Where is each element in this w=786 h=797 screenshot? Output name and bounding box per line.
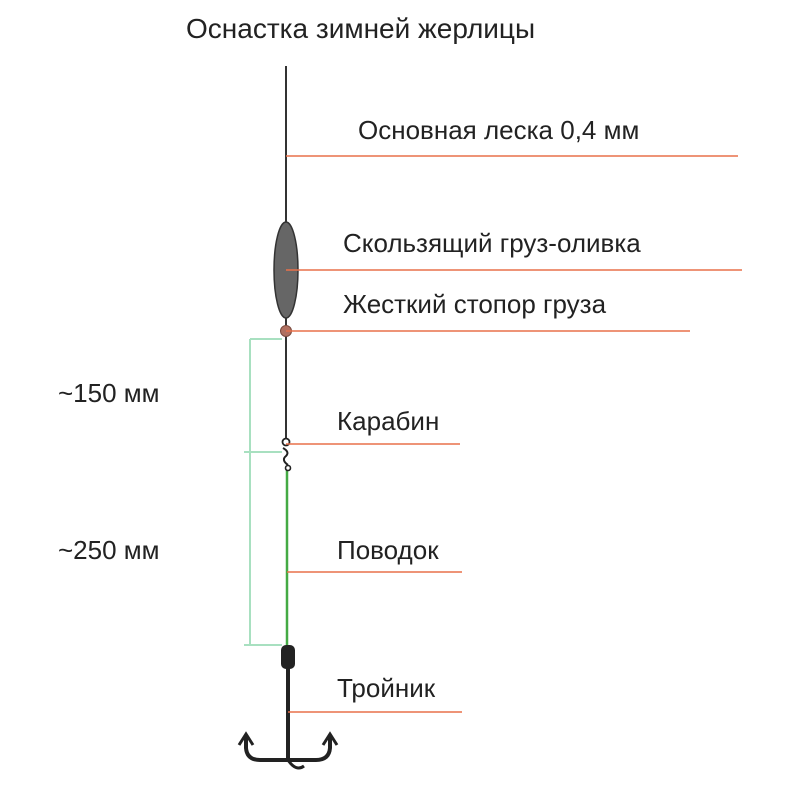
- pointer-lines: [286, 155, 742, 713]
- diagram-title: Оснастка зимней жерлицы: [186, 13, 536, 44]
- label-main-line: Основная леска 0,4 мм: [358, 115, 640, 145]
- label-sinker: Скользящий груз-оливка: [343, 228, 641, 258]
- swivel-icon: [281, 437, 292, 472]
- label-leader: Поводок: [337, 535, 439, 565]
- dimension-lower-label: ~250 мм: [58, 535, 160, 565]
- label-stopper: Жесткий стопор груза: [343, 289, 607, 319]
- label-treble-hook: Тройник: [337, 673, 436, 703]
- dimension-upper-label: ~150 мм: [58, 378, 160, 408]
- label-swivel: Карабин: [337, 406, 440, 436]
- treble-hook-icon: [237, 645, 339, 770]
- dimension-lower: [244, 452, 282, 646]
- dimension-upper: [244, 338, 282, 453]
